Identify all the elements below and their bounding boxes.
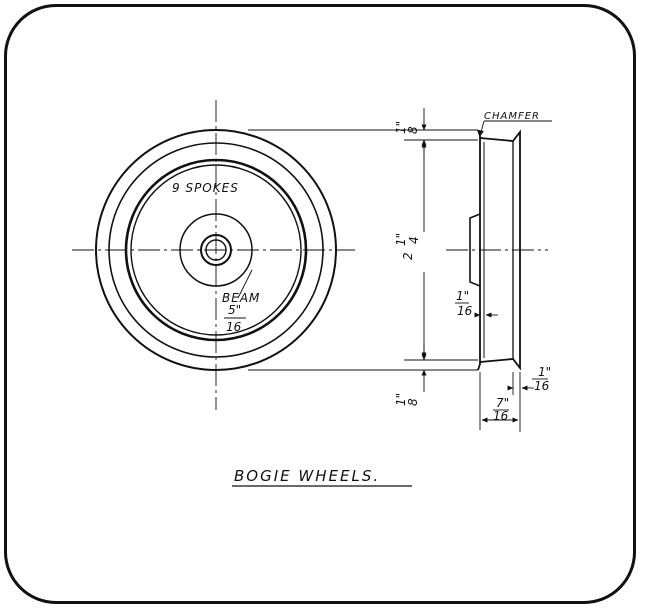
dim-width-denominator: 16	[493, 409, 509, 423]
dim-overall-denominator: 4	[407, 236, 421, 244]
dim-bottom-numerator: 1"	[394, 393, 408, 406]
dim-top-numerator: 1"	[394, 121, 408, 134]
beam-label: BEAM	[222, 291, 260, 305]
dim-top-1-8: 1" 8	[394, 121, 420, 134]
dim-top-denominator: 8	[406, 126, 420, 134]
rim-outer-circle	[124, 158, 308, 342]
drawing-title: BOGIE WHEELS.	[234, 467, 380, 485]
beam-numerator: 5"	[228, 303, 241, 317]
beam-denominator: 16	[226, 320, 242, 334]
tread-circle	[108, 142, 324, 358]
flange-outer-circle	[95, 129, 337, 371]
beam-leader-line	[237, 269, 253, 299]
dim-overall-whole: 2	[401, 252, 415, 260]
dim-overall-numerator: 1"	[394, 233, 408, 246]
dim-width-numerator: 7"	[496, 396, 509, 410]
bore-inner-circle	[205, 239, 227, 261]
hub-circle	[179, 213, 253, 287]
dim-chamfer-numerator: 1"	[538, 365, 551, 379]
rim-inner-circle	[130, 164, 302, 336]
chamfer-label: CHAMFER	[484, 111, 540, 122]
flange-face	[477, 129, 481, 371]
dim-chamfer-denominator: 16	[534, 379, 550, 393]
tread-profile	[479, 129, 521, 371]
front-view	[72, 100, 355, 410]
dim-bottom-denominator: 8	[406, 398, 420, 406]
dim-web-denominator: 16	[457, 304, 473, 318]
spokes-label: 9 SPOKES	[172, 181, 239, 195]
hub-boss	[469, 213, 481, 287]
dimension-lines	[421, 108, 534, 432]
dim-bottom-1-8: 1" 8	[394, 393, 420, 406]
bore-outer-circle	[200, 234, 232, 266]
dim-web-numerator: 1"	[456, 289, 469, 303]
side-view	[469, 120, 552, 371]
dim-overall-2-1-4: 2 1" 4	[394, 233, 421, 260]
chamfer-leader	[479, 120, 485, 137]
projection-lines	[248, 129, 548, 371]
